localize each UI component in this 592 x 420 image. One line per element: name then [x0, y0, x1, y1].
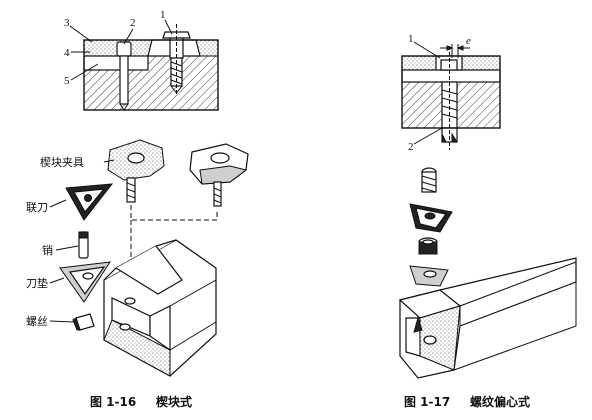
fig16-pin — [119, 55, 129, 105]
fig17-callout-2: 2 — [408, 141, 414, 153]
callout-2: 2 — [130, 17, 136, 29]
fig16-pin-head — [116, 41, 132, 57]
fig16-caption-title: 楔块式 — [156, 394, 192, 409]
fig17-section-view — [401, 44, 501, 150]
callout-5: 5 — [64, 75, 70, 87]
label-pin: 销 — [42, 243, 53, 257]
fig16-part-labels: 楔块夹具 联刀 销 刀垫 螺丝 — [26, 156, 115, 328]
callout-4: 4 — [64, 47, 70, 59]
label-wedge-clamp: 楔块夹具 — [40, 156, 84, 169]
label-shim: 刀垫 — [26, 276, 48, 290]
fig17-caption: 图 1-17 螺纹偏心式 — [404, 394, 530, 409]
fig17-exploded-view — [398, 167, 577, 379]
label-insert: 联刀 — [26, 201, 48, 214]
callout-3: 3 — [64, 17, 70, 29]
label-screw: 螺丝 — [26, 315, 48, 328]
fig17-caption-number: 图 1-17 — [404, 395, 450, 409]
fig16-caption-number: 图 1-16 — [90, 395, 136, 409]
fig17-callout-e: e — [466, 35, 471, 47]
fig16-shim — [83, 55, 149, 71]
fig17-callout-1: 1 — [408, 33, 414, 45]
fig16-caption: 图 1-16 楔块式 — [90, 394, 192, 409]
fig16-section-view — [83, 24, 219, 111]
callout-1: 1 — [160, 9, 166, 21]
fig17-callouts: 1 2 e — [408, 33, 471, 153]
fig16-callouts: 1 2 3 4 5 — [64, 9, 173, 87]
fig16-screw-head — [162, 31, 191, 39]
fig17-caption-title: 螺纹偏心式 — [470, 394, 530, 409]
fig16-exploded-view — [59, 139, 249, 377]
